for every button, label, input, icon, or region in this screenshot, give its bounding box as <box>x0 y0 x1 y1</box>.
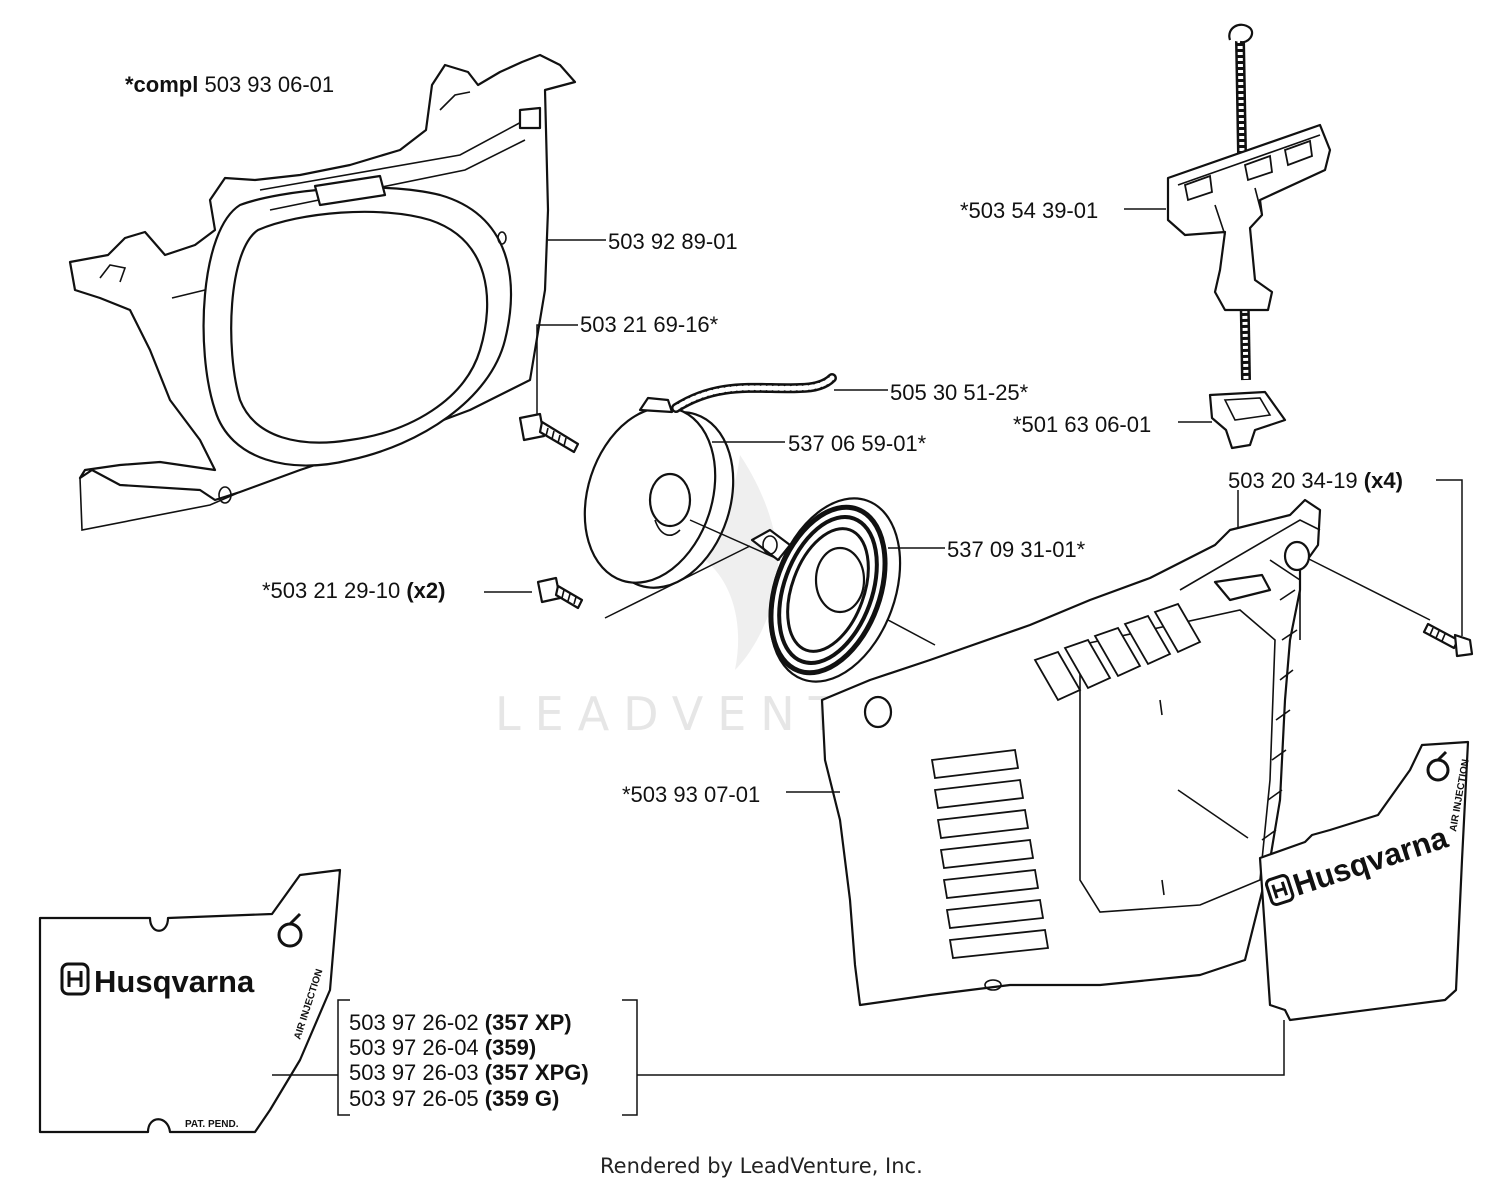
footer-credit: Rendered by LeadVenture, Inc. <box>600 1154 923 1178</box>
callout-spring-screw-qty: (x2) <box>406 578 445 603</box>
recoil-spring <box>750 497 902 683</box>
decal-left: Husqvarna AIR INJECTION PAT. PEND. <box>38 868 342 1134</box>
decal-entry-4-number: 503 97 26-05 <box>349 1086 485 1111</box>
callout-cover-screw: 503 20 34-19 (x4) <box>1228 468 1403 493</box>
leader-housing-screw <box>536 324 578 414</box>
decal-entry-4-model: (359 G) <box>485 1086 560 1111</box>
housing-screw <box>518 412 580 454</box>
starter-cover <box>820 498 1322 1007</box>
callout-starter-cover: *503 93 07-01 <box>622 782 760 807</box>
callout-rope-guide: *501 63 06-01 <box>1013 412 1151 437</box>
callout-spring-screw: *503 21 29-10 (x2) <box>262 578 445 603</box>
decal-entry-3: 503 97 26-03 (357 XPG) <box>349 1060 589 1085</box>
decal-entry-2: 503 97 26-04 (359) <box>349 1035 536 1060</box>
decal-entry-2-model: (359) <box>485 1035 536 1060</box>
callout-starter-handle: *503 54 39-01 <box>960 198 1098 223</box>
callout-cover-screw-number: 503 20 34-19 <box>1228 468 1364 493</box>
callout-assembly-number: 503 93 06-01 <box>198 72 334 97</box>
decal-right: Husqvarna AIR INJECTION <box>1258 740 1472 1022</box>
decal-left-brand: Husqvarna <box>94 964 255 999</box>
decal-entry-3-model: (357 XPG) <box>485 1060 589 1085</box>
starter-handle <box>1166 23 1332 381</box>
decal-entry-1-number: 503 97 26-02 <box>349 1010 485 1035</box>
leader-pulley-axis <box>689 519 781 561</box>
rope-pulley <box>583 396 735 589</box>
decal-left-patent: PAT. PEND. <box>185 1119 239 1130</box>
decal-entry-1-model: (357 XP) <box>485 1010 572 1035</box>
decal-entry-3-number: 503 97 26-03 <box>349 1060 485 1085</box>
callout-rope-pulley: 537 06 59-01* <box>788 431 927 456</box>
leader-cover-decal <box>1177 789 1249 839</box>
decal-box-bracket-right <box>622 999 638 1116</box>
decal-entry-1: 503 97 26-02 (357 XP) <box>349 1010 572 1035</box>
callout-spring-screw-number: *503 21 29-10 <box>262 578 406 603</box>
leader-decal-right <box>637 1020 1285 1076</box>
decal-entry-2-number: 503 97 26-04 <box>349 1035 485 1060</box>
leader-spring-screw-target <box>604 545 751 619</box>
rope-guide <box>1208 390 1287 450</box>
callout-cover-screw-qty: (x4) <box>1364 468 1403 493</box>
leader-cover-screw-target <box>1294 551 1431 621</box>
callout-recoil-spring: 537 09 31-01* <box>947 537 1086 562</box>
cover-screw <box>1422 622 1474 658</box>
callout-housing-screw: 503 21 69-16* <box>580 312 719 337</box>
starter-rope <box>671 373 837 413</box>
callout-starter-rope: 505 30 51-25* <box>890 380 1029 405</box>
spring-screw <box>536 576 584 610</box>
callout-starter-housing: 503 92 89-01 <box>608 229 738 254</box>
starter-housing <box>68 53 577 531</box>
decal-box-bracket-left <box>337 999 350 1116</box>
leader-spring-axis <box>887 619 936 646</box>
callout-assembly: *compl 503 93 06-01 <box>125 72 334 97</box>
callout-assembly-prefix: *compl <box>125 72 198 97</box>
decal-entry-4: 503 97 26-05 (359 G) <box>349 1086 559 1111</box>
leader-cover-screw <box>1436 479 1463 636</box>
